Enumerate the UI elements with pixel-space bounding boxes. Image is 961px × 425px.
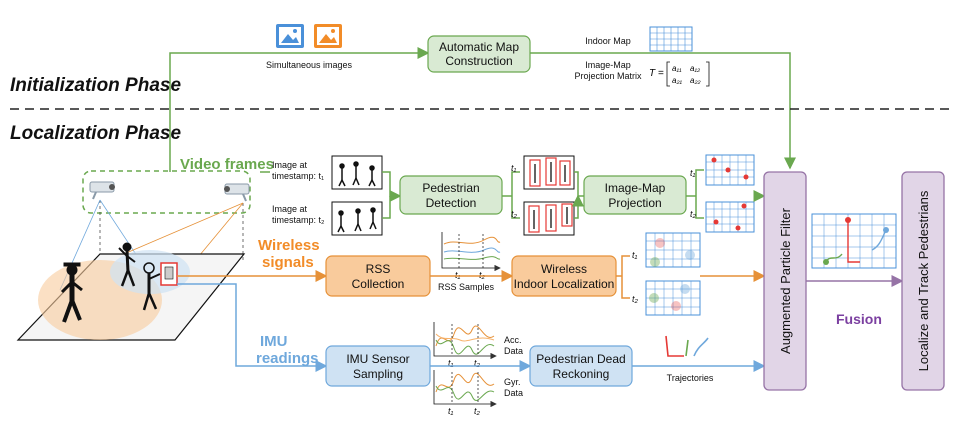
svg-text:Acc.: Acc.: [504, 335, 522, 345]
svg-text:Image-Map: Image-Map: [605, 181, 666, 195]
svg-text:RSS: RSS: [366, 262, 391, 276]
svg-text:t₁: t₁: [448, 358, 454, 368]
svg-text:Localize and Track Pedestrians: Localize and Track Pedestrians: [916, 190, 931, 371]
imu-sensor-sampling-box: IMU Sensor Sampling: [325, 345, 431, 387]
image-t1-label: timestamp: t₁: [272, 171, 324, 181]
map-to-filter-arrow: [530, 52, 796, 170]
svg-text:IMU: IMU: [260, 333, 288, 350]
projected-map-t2: [705, 201, 755, 233]
pedestrian-silhouette-3: [142, 262, 161, 311]
imu-readings-label: readings: [256, 350, 319, 367]
floor-plane: [16, 250, 246, 341]
svg-text:Pedestrian Dead: Pedestrian Dead: [536, 352, 625, 366]
gyr-data-label: Data: [504, 388, 523, 398]
pedestrian-dead-reckoning-box: Pedestrian Dead Reckoning: [529, 345, 633, 387]
trajectories-label: Trajectories: [667, 373, 714, 383]
svg-text:Image at: Image at: [272, 160, 308, 170]
detected-frame-t2: [523, 201, 575, 236]
svg-text:Pedestrian: Pedestrian: [422, 181, 479, 195]
svg-text:Reckoning: Reckoning: [553, 367, 610, 381]
svg-text:Construction: Construction: [445, 54, 512, 68]
svg-text:Indoor Localization: Indoor Localization: [514, 277, 615, 291]
pedestrian-silhouette-1: [60, 262, 83, 323]
svg-text:Detection: Detection: [426, 196, 477, 210]
simultaneous-images-caption: Simultaneous images: [266, 60, 353, 70]
svg-text:t₂: t₂: [632, 294, 639, 304]
svg-text:t₁: t₁: [455, 270, 461, 280]
pedestrian-silhouette-2: [118, 242, 136, 287]
rss-samples-plot: [441, 232, 501, 272]
rss-samples-label: RSS Samples: [438, 282, 495, 292]
svg-text:T =: T =: [649, 68, 664, 79]
wireless-signals-label: signals: [262, 254, 314, 271]
augmented-particle-filter-box: Augmented Particle Filter: [763, 171, 807, 391]
svg-text:t₁: t₁: [632, 250, 638, 260]
svg-text:Augmented Particle Filter: Augmented Particle Filter: [778, 207, 793, 354]
acc-data-label: Data: [504, 346, 523, 356]
initialization-phase-title: Initialization Phase: [10, 75, 181, 96]
svg-text:Collection: Collection: [352, 277, 405, 291]
svg-text:t₂: t₂: [474, 406, 481, 416]
phone-icon: [160, 262, 178, 286]
svg-text:Wireless: Wireless: [541, 262, 587, 276]
svg-text:IMU Sensor: IMU Sensor: [346, 352, 409, 366]
svg-text:t₁: t₁: [511, 163, 517, 173]
indoor-map-label: Indoor Map: [585, 36, 631, 46]
wireless-map-t1: [645, 232, 701, 268]
camera-group-box: [82, 170, 251, 214]
frame-image-t1: [331, 155, 383, 190]
trajectories-icon: [665, 335, 709, 357]
projection-matrix: T = a₁₁ a₁₂ a₂₁ a₂₂: [649, 61, 710, 87]
svg-text:Automatic Map: Automatic Map: [439, 40, 519, 54]
svg-text:a₁₂: a₁₂: [690, 64, 700, 73]
acc-data-plot: [433, 322, 497, 360]
gyr-data-plot: [433, 370, 497, 408]
svg-text:t₂: t₂: [474, 358, 481, 368]
svg-text:t₁: t₁: [690, 168, 696, 178]
wireless-localization-box: Wireless Indoor Localization: [511, 255, 617, 297]
init-flow-arrow: [169, 47, 430, 172]
camera-icon-right: [224, 183, 250, 202]
svg-text:a₁₁: a₁₁: [672, 64, 682, 73]
svg-text:t₂: t₂: [479, 270, 486, 280]
frame-image-t2: [331, 201, 383, 236]
automatic-map-construction-box: Automatic Map Construction: [427, 35, 531, 73]
svg-text:Sampling: Sampling: [353, 367, 403, 381]
svg-text:a₂₁: a₂₁: [672, 76, 683, 85]
pedestrian-detection-box: Pedestrian Detection: [399, 175, 503, 215]
fusion-label: Fusion: [836, 311, 882, 327]
projected-map-t1: [705, 154, 755, 186]
svg-text:Gyr.: Gyr.: [504, 377, 521, 387]
image-map-projection-box: Image-Map Projection: [583, 175, 687, 215]
svg-text:Wireless: Wireless: [258, 237, 320, 254]
projection-matrix-label-1: Image-Map: [585, 60, 631, 70]
rss-collection-box: RSS Collection: [325, 255, 431, 297]
wireless-map-t2: [645, 280, 701, 316]
svg-text:Image at: Image at: [272, 204, 308, 214]
fused-map: [811, 213, 897, 269]
svg-text:a₂₂: a₂₂: [690, 76, 701, 85]
video-frames-label: Video frames: [180, 156, 274, 173]
image-icon-orange: [314, 24, 342, 48]
localize-track-pedestrians-box: Localize and Track Pedestrians: [901, 171, 945, 391]
localization-phase-title: Localization Phase: [10, 123, 181, 144]
image-t2-label: timestamp: t₂: [272, 215, 325, 225]
svg-text:t₂: t₂: [511, 209, 518, 219]
detected-frame-t1: [523, 155, 575, 190]
projection-matrix-label-2: Projection Matrix: [574, 71, 642, 81]
camera-icon-left: [89, 181, 115, 200]
svg-text:t₂: t₂: [690, 209, 697, 219]
svg-text:Projection: Projection: [608, 196, 661, 210]
indoor-map-grid: [649, 26, 693, 52]
svg-text:t₁: t₁: [448, 406, 454, 416]
image-icon-blue: [276, 24, 304, 48]
